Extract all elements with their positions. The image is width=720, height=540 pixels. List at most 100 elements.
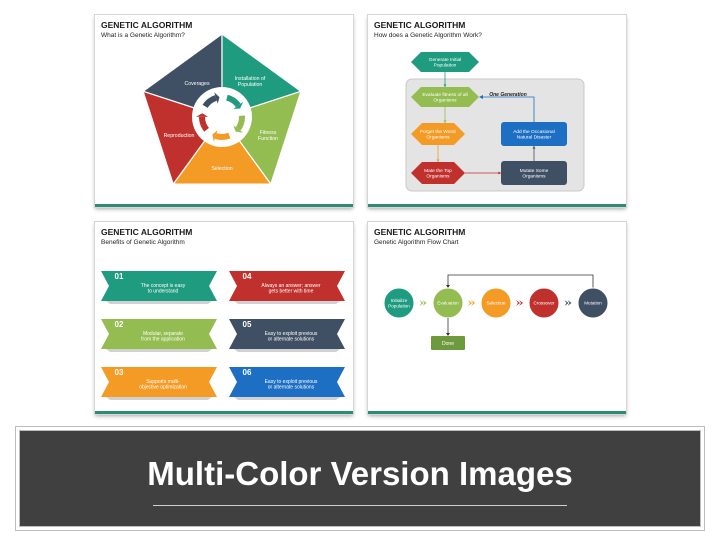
step-box [501,122,567,146]
benefit-number: 05 [243,320,252,329]
benefit-text: Supports multi-objective optimization [139,379,187,391]
done-box [431,336,465,350]
loop-line [447,274,594,288]
benefit-banner [229,271,345,301]
flow-node [528,287,560,319]
banner-shadow [106,301,212,304]
accent-bar [368,204,626,207]
slide-title: GENETIC ALGORITHM [101,227,193,237]
benefit-number: 06 [243,368,252,377]
cycle-arrow [202,95,218,109]
banner-shadow [234,397,340,400]
loop-line [480,96,535,122]
arrowhead [479,95,483,99]
cycle-arrowhead [214,92,220,104]
banner-shadow [234,349,340,352]
cycle-arrow [225,94,241,108]
slide-flow-chart: GENETIC ALGORITHM Genetic Algorithm Flow… [368,222,626,414]
cycle-arrowhead [196,113,209,117]
done-label: Done [442,341,454,347]
slide-subtitle: What is a Genetic Algorithm? [101,32,185,39]
banner-shadow [106,397,212,400]
chevron-icon [564,300,569,306]
chevron-icon [422,300,427,306]
step-box [411,123,465,145]
slide-title: GENETIC ALGORITHM [101,20,193,30]
benefit-number: 04 [243,272,252,281]
segment-label: Coverages [184,81,209,87]
chevron-icon [519,300,523,306]
node-label: Crossover [534,301,555,306]
cycle-arrowhead [233,101,244,109]
node-label: Evaluation [437,301,459,306]
flow-node [480,287,512,319]
step-box [411,162,465,184]
arrowhead [532,146,536,149]
accent-bar [95,204,353,207]
step-box [411,52,479,72]
banner-shadow [234,301,340,304]
slide-how-ga-works: GENETIC ALGORITHM How does a Genetic Alg… [368,15,626,207]
arrowhead [443,120,447,123]
cycle-arrow [199,116,210,132]
slide-subtitle: How does a Genetic Algorithm Work? [374,32,482,39]
loop-label: One Generation [489,92,527,98]
arrowhead [436,159,440,162]
segment-label: Selection [211,166,232,172]
node-label: Selection [487,301,506,306]
cycle-arrow [235,115,245,131]
slide-what-is-ga: GENETIC ALGORITHM What is a Genetic Algo… [95,15,353,207]
slide-benefits: GENETIC ALGORITHM Benefits of Genetic Al… [95,222,353,414]
step-box [501,161,567,185]
benefit-banner [101,271,217,301]
benefit-banner [229,319,345,349]
node-label: Mutation [584,301,602,306]
chevron-icon [419,300,424,306]
benefit-number: 01 [115,272,124,281]
flow-node [383,287,415,319]
chevron-icon [516,300,520,306]
banner-shadow [106,349,212,352]
flow-node [577,287,609,319]
slide-subtitle: Benefits of Genetic Algorithm [101,239,185,246]
accent-bar [368,411,626,414]
benefit-number: 02 [115,320,124,329]
arrowhead [446,285,450,288]
slide-title: GENETIC ALGORITHM [374,20,466,30]
banner: Multi-Color Version Images [20,431,700,526]
banner-title: Multi-Color Version Images [147,455,573,492]
chevron-icon [471,300,475,306]
benefit-number: 03 [115,368,124,377]
segment-label: Reproduction [164,133,195,139]
accent-bar [95,411,353,414]
banner-divider [153,505,567,506]
cycle-arrowhead [212,130,218,142]
cycle-arrow [214,132,231,140]
arrowhead [446,333,450,336]
benefit-banner [101,367,217,397]
slide-subtitle: Genetic Algorithm Flow Chart [374,239,459,246]
chevron-icon [567,300,572,306]
slide-title: GENETIC ALGORITHM [374,227,466,237]
arrowhead [498,171,501,175]
arrowhead [443,84,447,87]
step-box [411,87,479,107]
